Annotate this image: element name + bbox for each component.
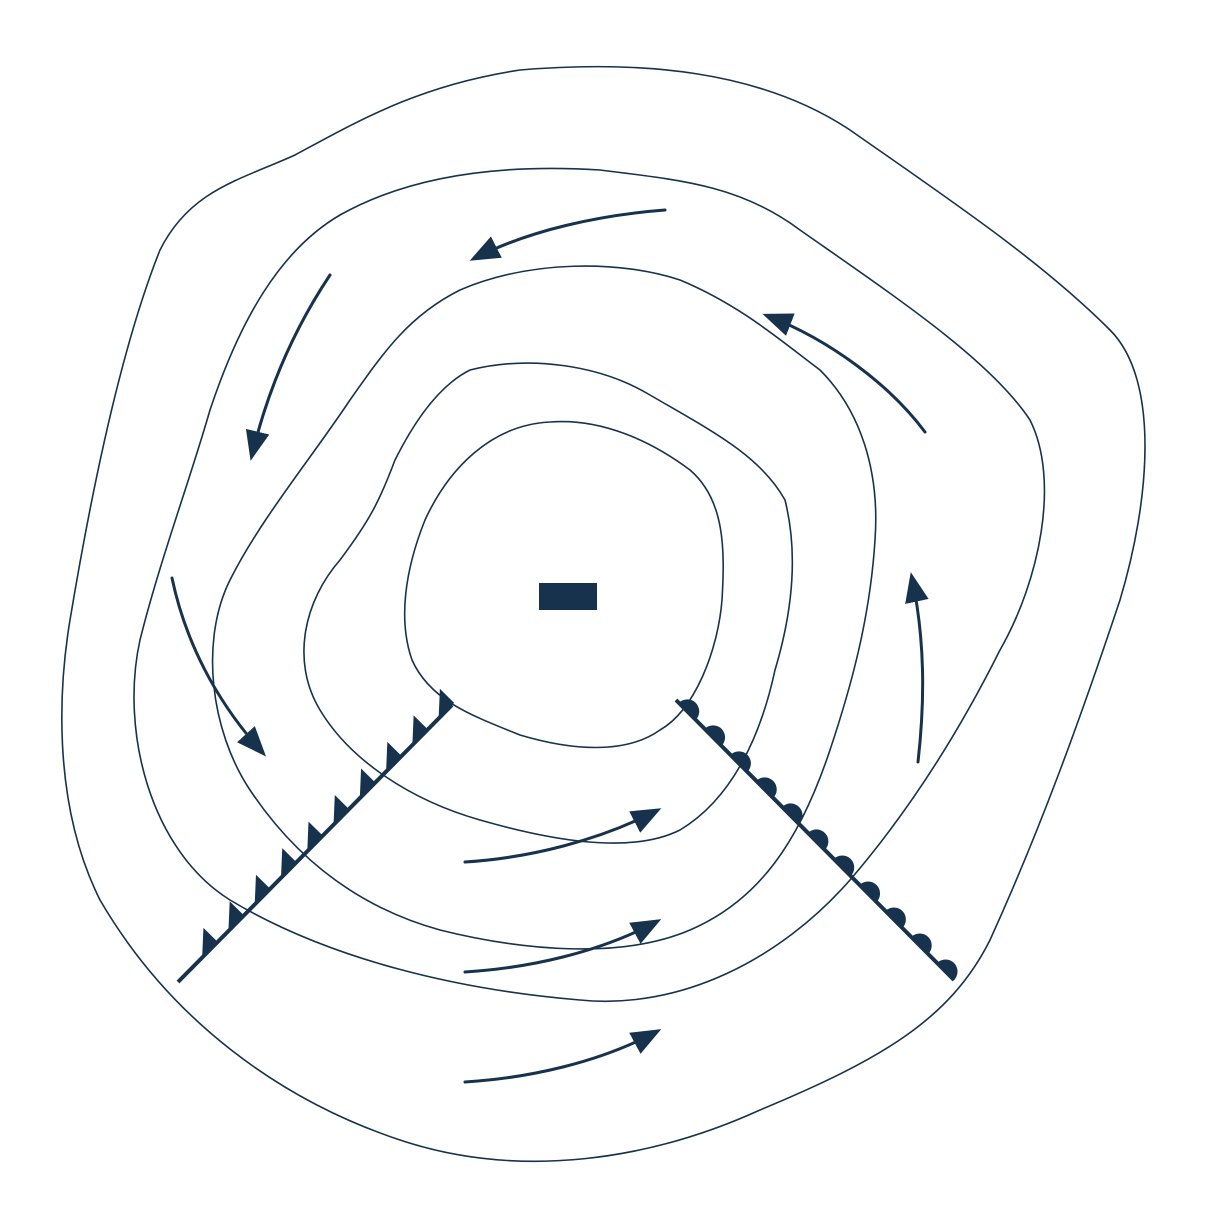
wind-arrow-bottom-2 — [463, 919, 662, 974]
warm-front-semicircle — [885, 907, 906, 928]
isobars — [61, 65, 1146, 1163]
warm-front-semicircle — [782, 803, 803, 824]
wind-arrows — [170, 208, 929, 1084]
warm-front-line — [674, 698, 956, 982]
cold-front-triangle — [333, 795, 350, 825]
warm-front-semicircle — [807, 829, 829, 850]
cold-front-triangle — [202, 927, 218, 958]
wind-arrow-upper-right — [762, 313, 927, 434]
isobar-outer — [61, 65, 1146, 1163]
warm-front-semicircle — [937, 959, 958, 980]
warm-front-semicircle — [756, 777, 777, 798]
wind-arrow-right — [905, 572, 929, 764]
cold-front-triangle — [438, 688, 455, 719]
warm-front-semicircle — [859, 881, 881, 902]
cold-front-triangle — [359, 768, 376, 799]
wind-arrow-top — [469, 208, 667, 261]
cold-front-triangle — [386, 741, 402, 772]
isobar-inner — [403, 420, 725, 749]
isobar-2 — [303, 362, 794, 844]
cold-front-triangle — [307, 821, 323, 852]
cold-front-triangle — [228, 901, 244, 932]
warm-front-semicircle — [678, 699, 700, 720]
cold-front — [176, 688, 455, 984]
isobar-3 — [211, 265, 877, 950]
wind-arrow-upper-left — [245, 273, 332, 461]
warm-front-semicircle — [911, 933, 932, 954]
wind-arrow-bottom-1 — [463, 808, 662, 864]
warm-front — [674, 698, 958, 982]
isobar-4 — [133, 167, 1046, 1002]
warm-front-semicircle — [833, 855, 855, 876]
cold-front-triangle — [412, 715, 428, 746]
wind-arrow-bottom-3 — [463, 1029, 662, 1084]
low-pressure-minus-icon — [539, 583, 597, 610]
warm-front-semicircle — [730, 751, 751, 772]
wind-arrow-left — [170, 576, 267, 757]
warm-front-semicircle — [704, 725, 726, 746]
cold-front-triangle — [280, 848, 297, 878]
cold-front-triangle — [254, 874, 271, 905]
